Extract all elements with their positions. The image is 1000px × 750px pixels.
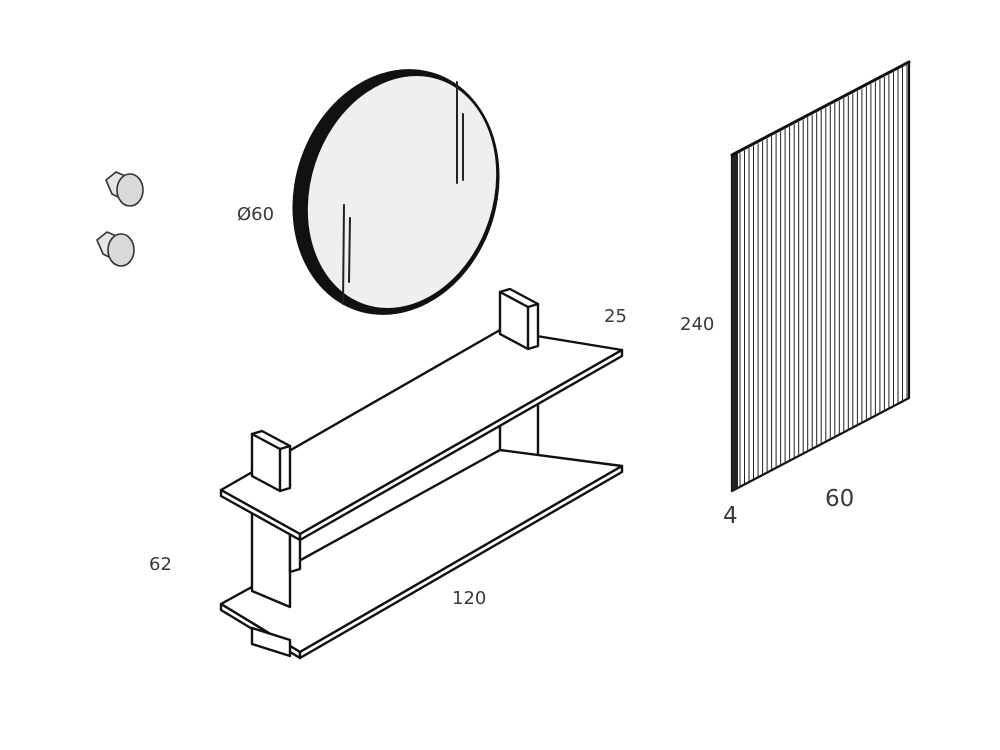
round-mirror	[292, 69, 500, 315]
panel-height-label: 240	[680, 314, 714, 335]
panel-grooves	[739, 65, 908, 487]
rear-block-top	[498, 287, 540, 351]
shelf-height-label: 62	[149, 554, 172, 575]
top-shelf	[219, 328, 624, 542]
shelf-unit	[219, 287, 624, 660]
wall-hook-upper	[105, 171, 144, 207]
fluted-wall-panel	[730, 60, 911, 493]
panel-edge	[732, 152, 738, 491]
mirror-diameter-label: Ø60	[237, 204, 274, 225]
shelf-width-label: 120	[452, 588, 486, 609]
mirror-reflection-lines	[342, 81, 464, 305]
shelf-depth-label: 25	[604, 306, 627, 327]
bottom-foot	[250, 626, 292, 658]
panel-width-label: 60	[825, 486, 854, 512]
front-block-top	[250, 429, 292, 493]
bottom-shelf	[219, 448, 624, 660]
panel-thickness-label: 4	[723, 503, 738, 529]
wall-hook-lower	[96, 231, 135, 267]
